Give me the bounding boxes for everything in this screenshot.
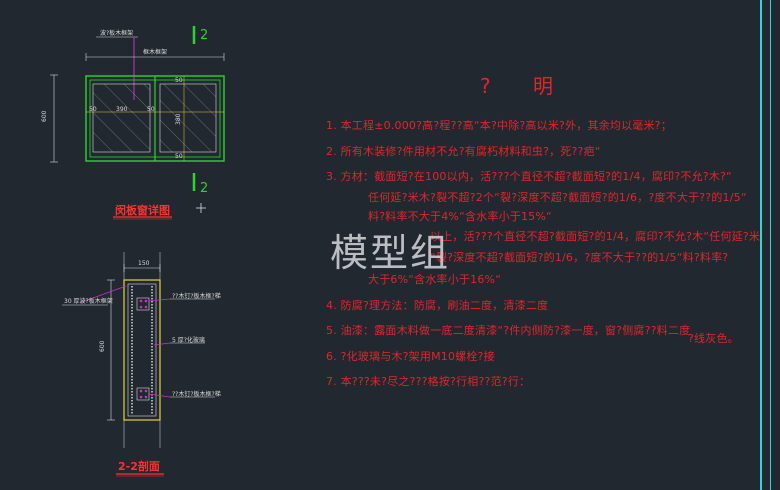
- section-label-left: 30 厚波?板木框架: [64, 297, 113, 305]
- note-line-3c: 以上，活???个直径不超?截面短?的1/4，腐印?不允?木“任何延?米: [430, 230, 761, 243]
- design-notes: ? 明 1. 本工程±0.000?高?程??高“本?中除?高以米?外，其余均以毫…: [320, 0, 770, 490]
- note-line-5a: ?线灰色。: [688, 332, 739, 345]
- inner-dim-e: 50: [175, 77, 183, 84]
- section-mark-top-label: 2: [200, 28, 208, 43]
- note-line-3: 3. 方材：截面短?在100以内，活???个直径不超?截面短?的1/4，腐印?不…: [326, 170, 732, 183]
- inner-dim-b: 390: [116, 106, 128, 113]
- inner-dim-a: 50: [89, 106, 97, 113]
- sheet-border-right: [770, 0, 771, 490]
- note-line-3b: 料?料率不大于4%“含水率小于15%“: [368, 210, 552, 223]
- svg-text:50: 50: [175, 153, 183, 160]
- note-line-3a: 任何延?米木?裂不超?2个“裂?深度不超?截面短?的1/6，?度不大于??的1/…: [368, 191, 747, 204]
- window-detail-caption: 闵板窗详图: [115, 203, 170, 217]
- section-width-dim: 150: [138, 260, 150, 267]
- crosshair-cursor-icon: [196, 203, 206, 213]
- section-label-r3: ??木钉?板木框?梯: [172, 390, 221, 398]
- top-label: 波?板木框架: [100, 29, 133, 37]
- sheet-border-left: [760, 0, 762, 490]
- note-line-7: 7. 本???未?尽之???格按?行相??范?行：: [326, 375, 531, 388]
- glass-pane-right: [159, 83, 217, 153]
- section-mark-bottom-label: 2: [200, 181, 208, 196]
- section-height-dim: 600: [99, 340, 106, 352]
- note-line-3e: 大于6%“含水率小于16%“: [368, 273, 502, 286]
- watermark-text: 模型组: [330, 231, 451, 275]
- note-line-5: 5. 油漆：露面木料做一底二度清漆“?件内侧防?漆一度，窗?侧腐??料二度: [326, 324, 691, 337]
- left-dimension-text: 600: [41, 110, 48, 122]
- note-line-4: 4. 防腐?理方法：防腐，刷油二度，清漆二度: [326, 299, 549, 312]
- note-line-6: 6. ?化玻璃与木?架用M10螺栓?接: [326, 350, 495, 363]
- note-line-2: 2. 所有木装修?件用材不允?有腐朽材料和虫?，死??疤“: [326, 145, 601, 158]
- section-label-r2: 5 厚?化玻璃: [172, 336, 205, 344]
- glass-pane-left: [92, 83, 151, 153]
- note-line-3d: “裂?深度不超?截面短?的1/6，?度不大于??的1/5“料?料率?: [430, 251, 729, 264]
- section-label-r1: ??木钉?板木框?梯: [172, 292, 221, 300]
- notes-title: ? 明: [480, 74, 571, 98]
- section-caption: 2-2剖面: [118, 459, 160, 473]
- window-detail-drawing: 波?板木框架 框木框架 600 50 390 50 380 50 50: [41, 26, 225, 220]
- inner-dim-d: 380: [175, 113, 182, 125]
- inner-dim-c: 50: [147, 106, 155, 113]
- section-outer-frame: [123, 279, 161, 421]
- note-line-1: 1. 本工程±0.000?高?程??高“本?中除?高以米?外，其余均以毫米?；: [326, 119, 672, 132]
- section-2-2-drawing: 150 600 30 厚波?板木框架 ??木钉?板木框?梯 5 厚?化玻璃: [62, 252, 221, 477]
- top-dimension-text: 框木框架: [143, 48, 167, 56]
